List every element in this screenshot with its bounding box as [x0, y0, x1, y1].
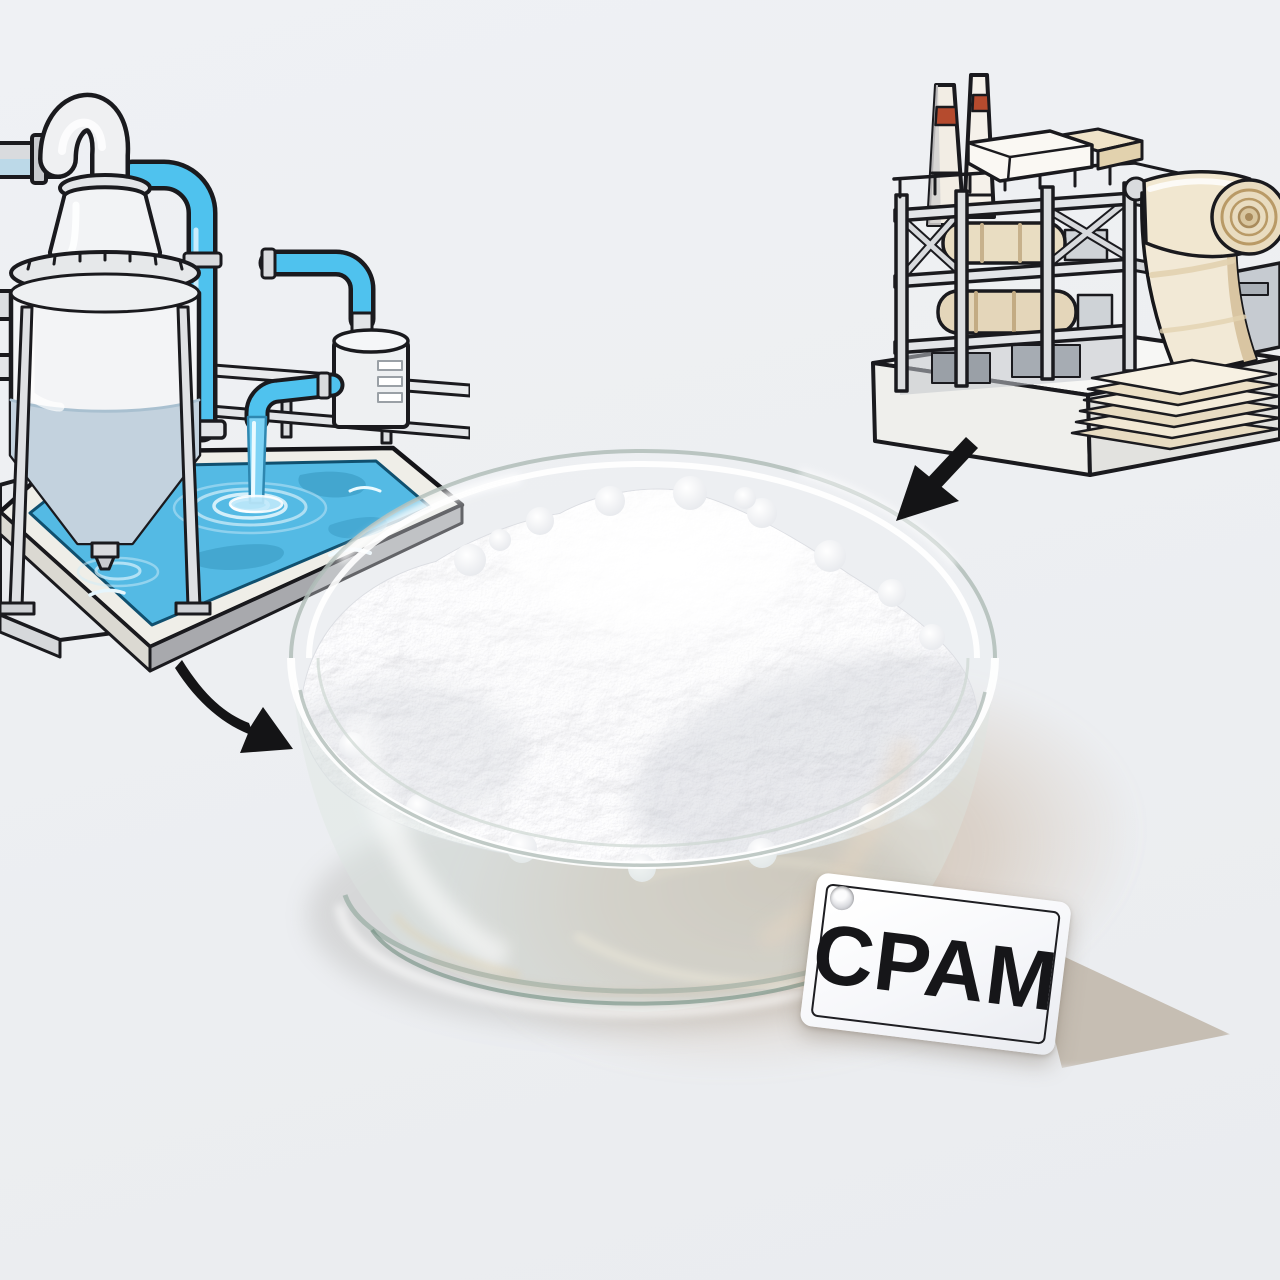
glass-rim-front	[287, 657, 999, 869]
petri-dish	[287, 449, 999, 1018]
glass-rim-back	[289, 449, 997, 659]
paper-stack	[1070, 358, 1280, 451]
straight-arrow-icon	[896, 437, 978, 521]
steel-frame-building	[892, 127, 1198, 395]
paper-roll	[1142, 169, 1280, 259]
water-stream	[228, 415, 284, 514]
roof-boxes	[966, 127, 1144, 183]
product-tag: CPAM	[799, 872, 1073, 1057]
inlet-pipe	[244, 371, 345, 432]
arrows	[175, 437, 978, 753]
clarifier-vessel	[0, 92, 212, 616]
water-treatment-illustration	[0, 92, 470, 673]
curved-arrow-icon	[175, 660, 293, 753]
dosing-tank	[258, 247, 410, 429]
paper-mill-illustration	[871, 73, 1280, 477]
cross-braces	[899, 198, 1129, 280]
